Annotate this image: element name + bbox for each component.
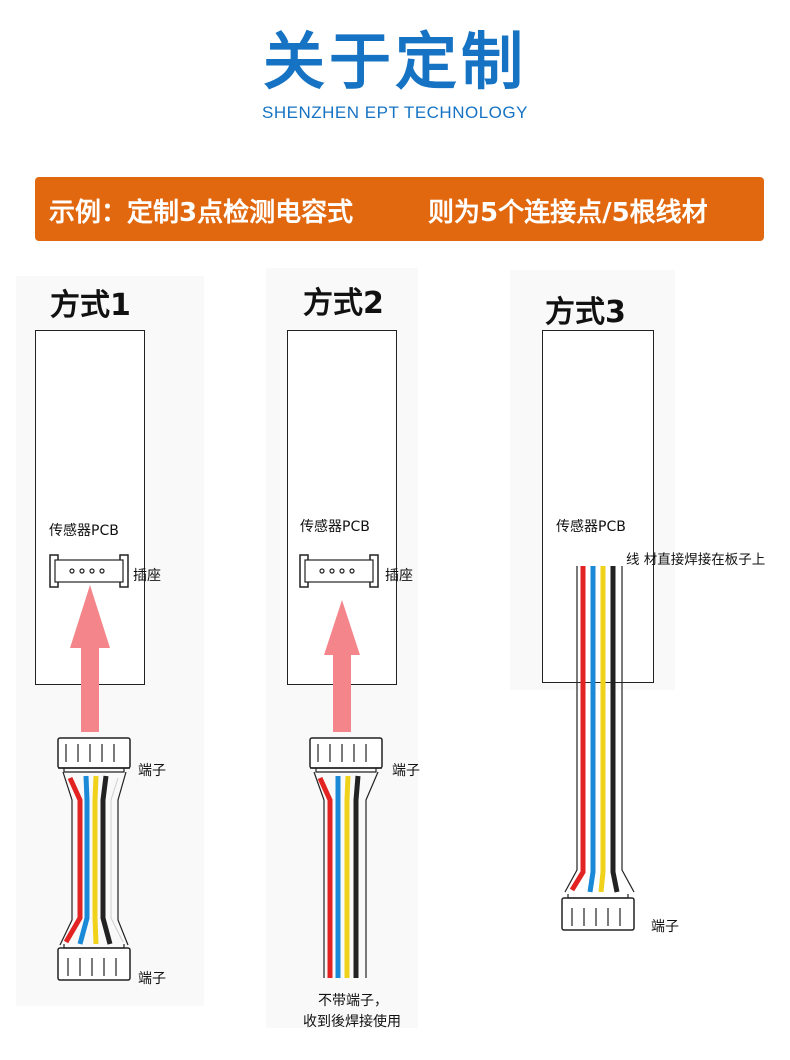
method2-title: 方式2 [303, 286, 384, 321]
method2-note-line1: 不带端子， [318, 993, 388, 1009]
banner-text-part1: 示例：定制3点检测电容式 [49, 198, 354, 228]
method2-insert-arrow [324, 600, 360, 732]
method2-note-line2: 收到後焊接使用 [303, 1014, 401, 1030]
example-banner: 示例：定制3点检测电容式 则为5个连接点/5根线材 [35, 177, 764, 241]
banner-text-part2: 则为5个连接点/5根线材 [428, 198, 708, 228]
method2-cable [309, 737, 383, 978]
method3-pcb-board [542, 330, 654, 683]
method1-insert-arrow [70, 585, 110, 732]
method1-pcb-label: 传感器PCB [49, 523, 119, 539]
method2-top-terminal-label: 端子 [392, 763, 420, 779]
method3-terminal-label: 端子 [651, 919, 679, 935]
method3-wire-note: 线 材直接焊接在板子上 [626, 552, 766, 568]
method1-cable [57, 737, 131, 981]
page-title: 关于定制 [262, 25, 527, 98]
method1-socket-label: 插座 [133, 568, 161, 584]
method2-pcb-label: 传感器PCB [300, 519, 370, 535]
method3-title: 方式3 [545, 295, 626, 330]
method1-top-terminal [57, 737, 131, 773]
method1-bottom-terminal-label: 端子 [138, 971, 166, 987]
company-subtitle: SHENZHEN EPT TECHNOLOGY [262, 103, 528, 122]
method2-top-terminal [309, 737, 383, 773]
method3-cable [561, 566, 635, 931]
method2-socket-label: 插座 [385, 568, 413, 584]
method3-pcb-label: 传感器PCB [556, 519, 626, 535]
method2-socket [299, 554, 379, 588]
method1-socket [49, 554, 129, 588]
method3-terminal [561, 893, 635, 931]
method1-title: 方式1 [50, 288, 131, 323]
method1-bottom-terminal [57, 943, 131, 981]
method1-top-terminal-label: 端子 [138, 763, 166, 779]
